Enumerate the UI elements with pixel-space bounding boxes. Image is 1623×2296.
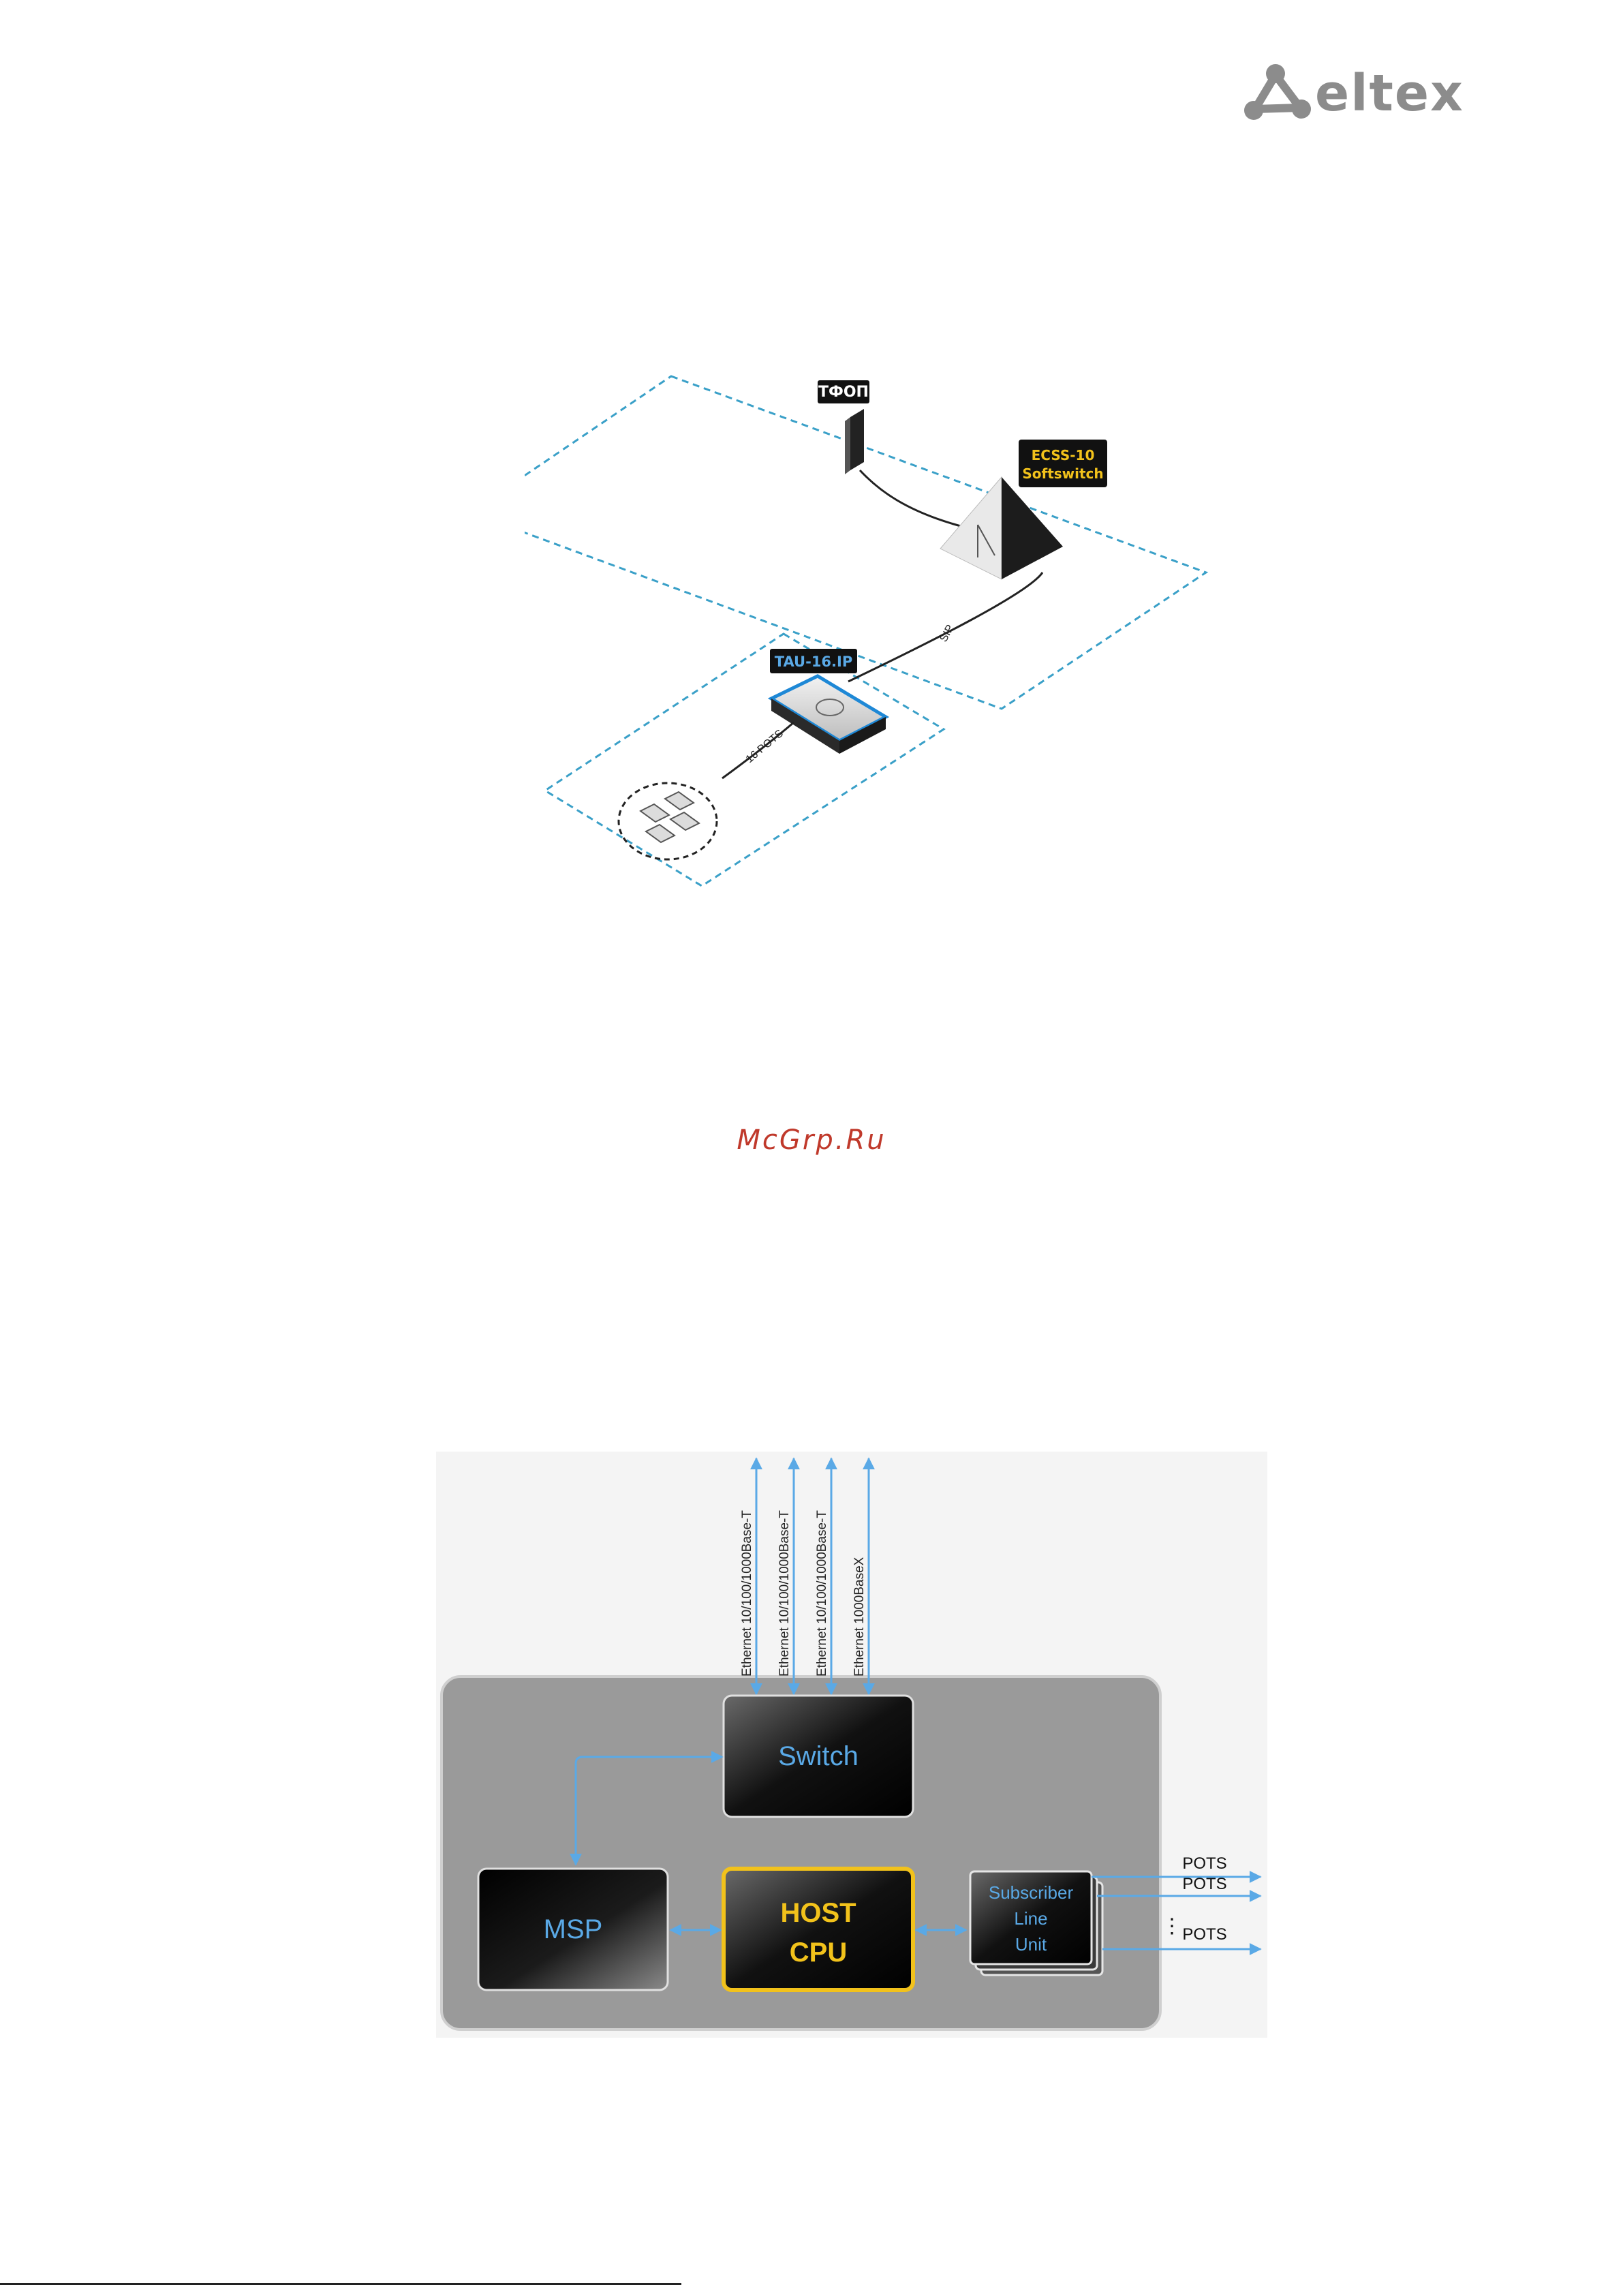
pots-output-2: POTS (1182, 1875, 1226, 1893)
tau-block-diagram: Ethernet 10/100/1000Base-T Ethernet 10/1… (436, 1452, 1267, 2038)
subscriber-group-circle (619, 783, 717, 859)
footer-rule (0, 2283, 681, 2285)
watermark: McGrp.Ru (0, 1124, 1623, 1156)
sip-link-label: SIP (938, 623, 957, 644)
pstn-label: ТФОП (818, 384, 869, 401)
port-label-4: Ethernet 1000BaseX (852, 1557, 867, 1677)
switch-label: Switch (778, 1741, 859, 1771)
host-cpu-label-line2: CPU (790, 1938, 847, 1968)
network-topology-diagram: ТФОП ECSS-10 Softswitch SIP TAU-16.IP 16… (525, 368, 1220, 900)
pots-link-label: 16 POTS (744, 728, 786, 765)
telephones-icon (640, 792, 699, 842)
pots-output-1: POTS (1182, 1854, 1226, 1873)
core-network-zone (525, 376, 1206, 709)
tau-16ip-device-icon (771, 676, 886, 754)
msp-label: MSP (544, 1914, 603, 1944)
host-cpu-label-line1: HOST (780, 1898, 856, 1928)
pstn-device-icon (845, 409, 864, 474)
access-network-zone (545, 634, 944, 886)
softswitch-label-line1: ECSS-10 (1032, 447, 1095, 463)
eltex-logo-icon (1240, 60, 1315, 128)
slu-label-line1: Subscriber (989, 1882, 1074, 1903)
pots-output-3: POTS (1182, 1925, 1226, 1944)
port-label-1: Ethernet 10/100/1000Base-T (740, 1510, 754, 1677)
slu-label-line3: Unit (1015, 1934, 1047, 1955)
logo-wordmark: eltex (1315, 64, 1464, 123)
softswitch-pyramid-icon (940, 477, 1063, 579)
eltex-logo: eltex (1240, 60, 1485, 128)
port-label-2: Ethernet 10/100/1000Base-T (777, 1510, 792, 1677)
port-label-3: Ethernet 10/100/1000Base-T (815, 1510, 829, 1677)
pots-ellipsis: ⋮ (1162, 1915, 1182, 1938)
host-cpu-block (724, 1869, 913, 1990)
softswitch-label-line2: Softswitch (1022, 465, 1103, 482)
tau-device-label: TAU-16.IP (775, 654, 852, 670)
slu-label-line2: Line (1014, 1908, 1047, 1929)
